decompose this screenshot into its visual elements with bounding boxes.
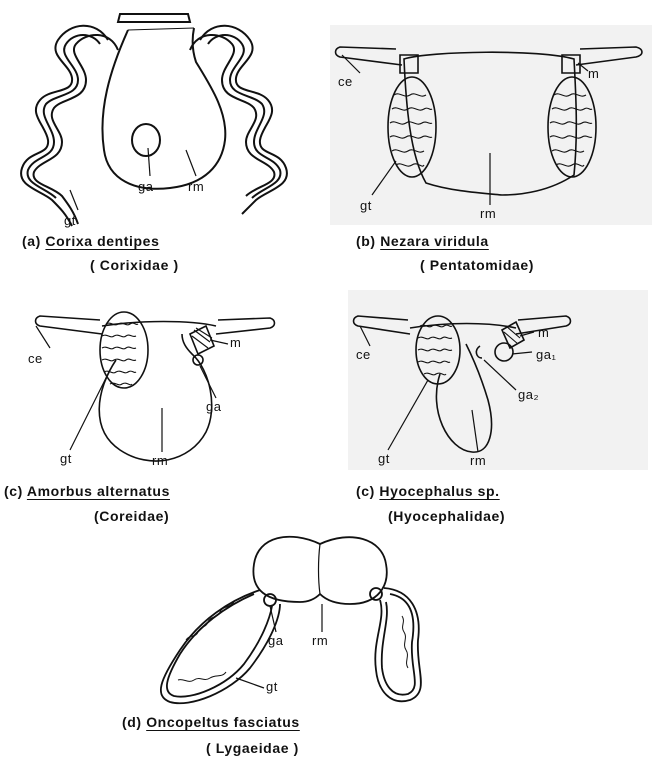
label-gt: gt (360, 199, 372, 213)
label-rm: rm (480, 207, 496, 221)
caption-c: (c) Amorbus alternatus (4, 483, 170, 499)
caption-a-letter: (a) (22, 233, 41, 249)
label-m: m (230, 336, 241, 350)
corixa-drawing (0, 0, 320, 260)
label-ga: ga (138, 180, 153, 194)
caption-d-species: Oncopeltus fasciatus (146, 714, 300, 730)
panel-c2-hyocephalus: ce m ga₁ ga₂ gt rm (348, 290, 648, 470)
label-gt: gt (266, 680, 278, 694)
label-rm: rm (152, 454, 168, 468)
oncopeltus-drawing (140, 520, 540, 710)
label-ce: ce (356, 348, 371, 362)
panel-b-nezara: ce m gt rm (330, 25, 652, 225)
caption-c2-letter: (c) (356, 483, 375, 499)
label-gt: gt (64, 214, 76, 228)
caption-d-family: ( Lygaeidae ) (206, 740, 299, 756)
label-ga: ga (268, 634, 283, 648)
nezara-drawing (330, 25, 652, 225)
label-ce: ce (28, 352, 43, 366)
caption-a-species: Corixa dentipes (45, 233, 159, 249)
caption-d: (d) Oncopeltus fasciatus (122, 714, 300, 730)
caption-b: (b) Nezara viridula (356, 233, 489, 249)
caption-a-family: ( Corixidae ) (90, 257, 179, 273)
label-ga: ga (206, 400, 221, 414)
panel-a-corixa: gt ga rm (0, 0, 320, 260)
label-ce: ce (338, 75, 353, 89)
caption-c-letter: (c) (4, 483, 23, 499)
label-ga1: ga₁ (536, 348, 556, 362)
caption-c-species: Amorbus alternatus (27, 483, 170, 499)
label-m: m (538, 326, 549, 340)
panel-d-oncopeltus: ga rm gt (140, 520, 540, 710)
caption-c2-species: Hyocephalus sp. (379, 483, 499, 499)
caption-c2: (c) Hyocephalus sp. (356, 483, 500, 499)
panel-c-amorbus: ce m ga gt rm (20, 290, 340, 480)
caption-b-letter: (b) (356, 233, 376, 249)
label-ga2: ga₂ (518, 388, 539, 402)
label-m: m (588, 67, 599, 81)
label-rm: rm (312, 634, 328, 648)
caption-a: (a) Corixa dentipes (22, 233, 159, 249)
hyocephalus-drawing (348, 290, 648, 470)
label-rm: rm (188, 180, 204, 194)
caption-d-letter: (d) (122, 714, 142, 730)
caption-b-family: ( Pentatomidae) (420, 257, 534, 273)
label-gt: gt (60, 452, 72, 466)
label-rm: rm (470, 454, 486, 468)
label-gt: gt (378, 452, 390, 466)
caption-b-species: Nezara viridula (380, 233, 489, 249)
